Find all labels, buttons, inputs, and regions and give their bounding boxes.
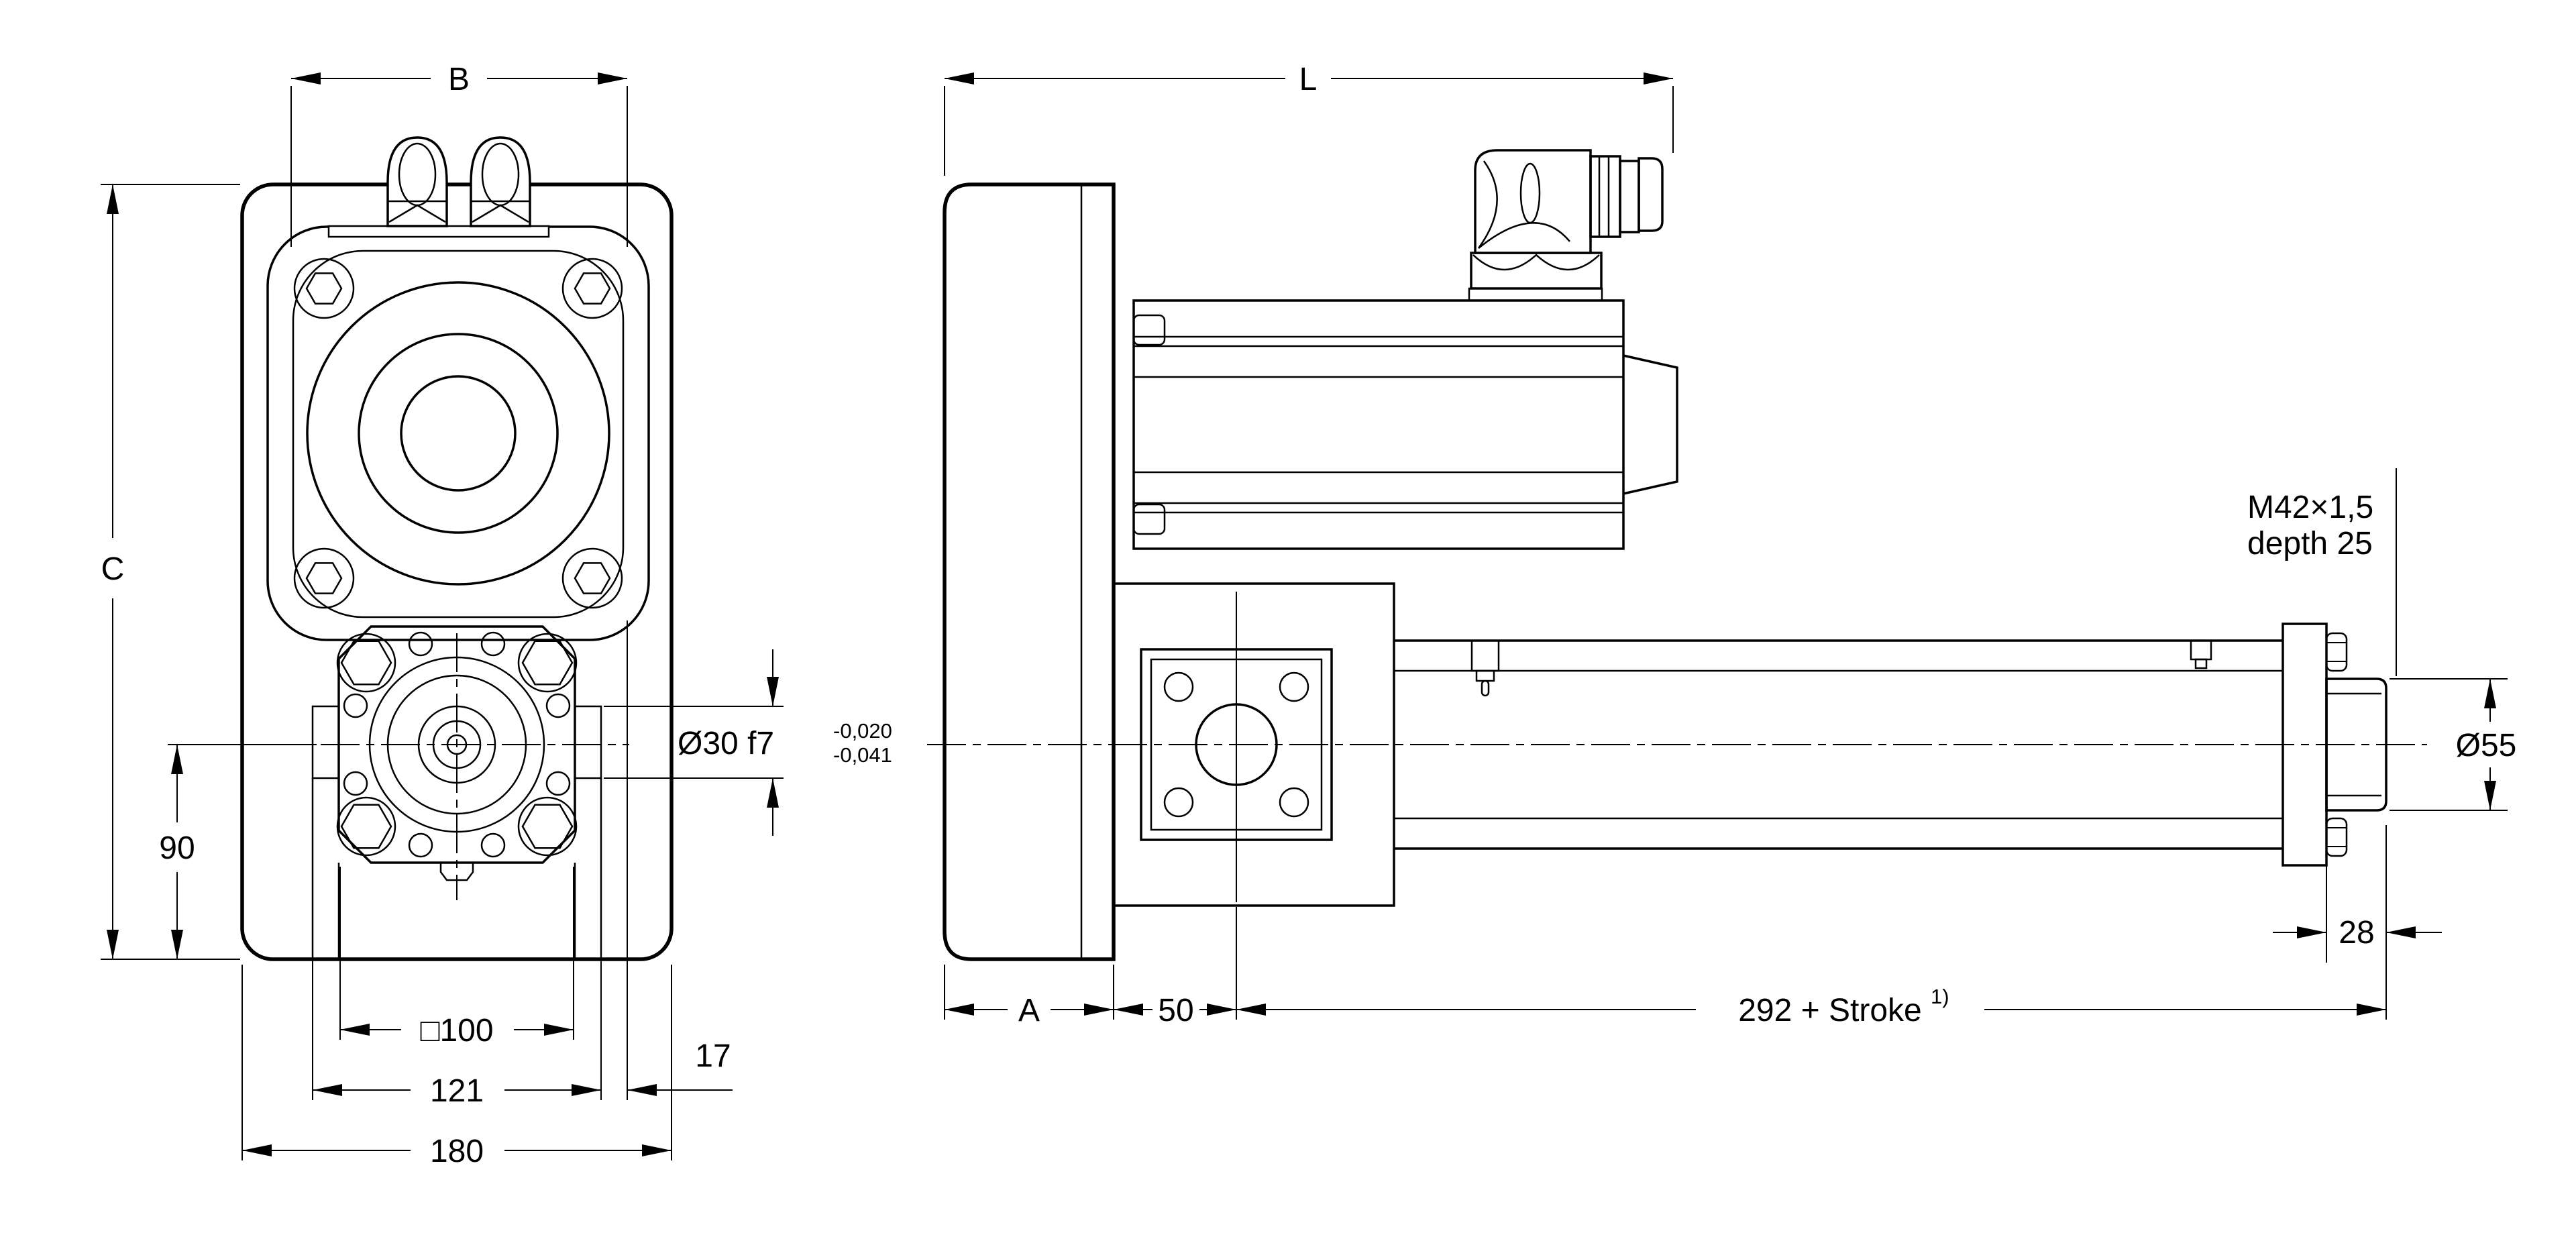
- motor-housing-front: [266, 225, 650, 641]
- bottom-tab: [439, 861, 474, 881]
- dim-L-label: L: [1299, 62, 1318, 97]
- dim-17-label: 17: [695, 1038, 731, 1074]
- connector-collar: [1619, 160, 1640, 233]
- motor-connector: [1468, 149, 1664, 302]
- gland-plate: [327, 225, 550, 238]
- dim-A: A: [944, 965, 1114, 1028]
- dim-100: □100: [339, 867, 574, 1048]
- dim-rod-label: Ø30 f7: [678, 726, 774, 761]
- side-view-dimensions: L A 50 292 + Stroke 1): [944, 62, 2517, 1028]
- dim-stroke-ref: 1): [1931, 985, 1949, 1008]
- dim-121: 121: [312, 783, 602, 1109]
- dim-rod-dia: Ø30 f7 -0,020 -0,041: [604, 649, 892, 836]
- cable-gland-left: [386, 136, 448, 227]
- motor-flange-front: [292, 250, 625, 618]
- dim-90-label: 90: [159, 830, 195, 866]
- dim-B-label: B: [448, 62, 470, 97]
- cylinder-tube: [1394, 639, 2283, 850]
- dim-28-label: 28: [2339, 915, 2374, 951]
- thread-note-line2: depth 25: [2247, 526, 2373, 561]
- dim-50: 50: [1113, 907, 1237, 1028]
- dim-B: B: [290, 62, 628, 247]
- tie-rod-nut-top: [2325, 632, 2348, 672]
- motor-rear-cap: [1623, 354, 1678, 495]
- motor-body-side: [1132, 299, 1625, 550]
- dim-55-label: Ø55: [2456, 728, 2517, 763]
- mounting-plate-front: [240, 182, 674, 961]
- motor-fins: [1134, 335, 1623, 514]
- dim-121-label: 121: [430, 1073, 484, 1109]
- side-view: [927, 149, 2427, 961]
- dim-180-label: 180: [430, 1134, 484, 1169]
- dim-L: L: [944, 62, 1674, 176]
- dim-180: 180: [241, 965, 672, 1169]
- motor-lug-bottom: [1132, 503, 1166, 535]
- connector-plug: [1638, 157, 1664, 232]
- dim-C-label: C: [101, 551, 125, 587]
- sensor-bracket-1: [1470, 639, 1500, 697]
- front-view: [240, 136, 674, 961]
- dim-17: 17: [627, 86, 733, 1100]
- dim-stroke-label: 292 + Stroke: [1738, 993, 1922, 1028]
- dim-28: 28: [2273, 865, 2442, 963]
- dim-A-label: A: [1018, 993, 1040, 1028]
- dim-55: Ø55: [2390, 678, 2517, 811]
- dim-stroke: 292 + Stroke 1): [1236, 825, 2387, 1028]
- tie-rod-nut-bottom: [2325, 817, 2348, 857]
- sensor-bracket-2: [2190, 639, 2212, 669]
- connector-mid: [1589, 155, 1621, 238]
- connector-nut: [1470, 252, 1603, 290]
- flange-holes: [343, 631, 571, 858]
- dim-100-label: □100: [420, 1013, 493, 1048]
- connector-base: [1468, 287, 1603, 302]
- flange-bolts: [337, 634, 576, 855]
- rod-end-boss: [2325, 678, 2387, 812]
- motor-circles: [306, 281, 610, 586]
- dim-50-label: 50: [1158, 993, 1193, 1028]
- front-flange-face: [1140, 592, 1333, 902]
- mounting-plate-side: [943, 182, 1116, 961]
- motor-lug-top: [1132, 314, 1166, 346]
- dim-90: 90: [159, 744, 317, 960]
- dim-rod-tol-lower: -0,041: [833, 743, 892, 767]
- dim-rod-tol-upper: -0,020: [833, 719, 892, 743]
- rod-boss-right: [574, 705, 602, 779]
- thread-note: M42×1,5 depth 25: [2247, 468, 2397, 676]
- motor-screws: [294, 259, 622, 608]
- thread-note-line1: M42×1,5: [2247, 490, 2373, 525]
- rod-boss-left: [311, 705, 340, 779]
- connector-slot: [1519, 162, 1541, 224]
- front-view-dimensions: B C 90 □100 121: [101, 62, 892, 1169]
- cable-gland-right: [470, 136, 531, 227]
- connector-body: [1474, 149, 1592, 254]
- dim-C: C: [101, 184, 240, 960]
